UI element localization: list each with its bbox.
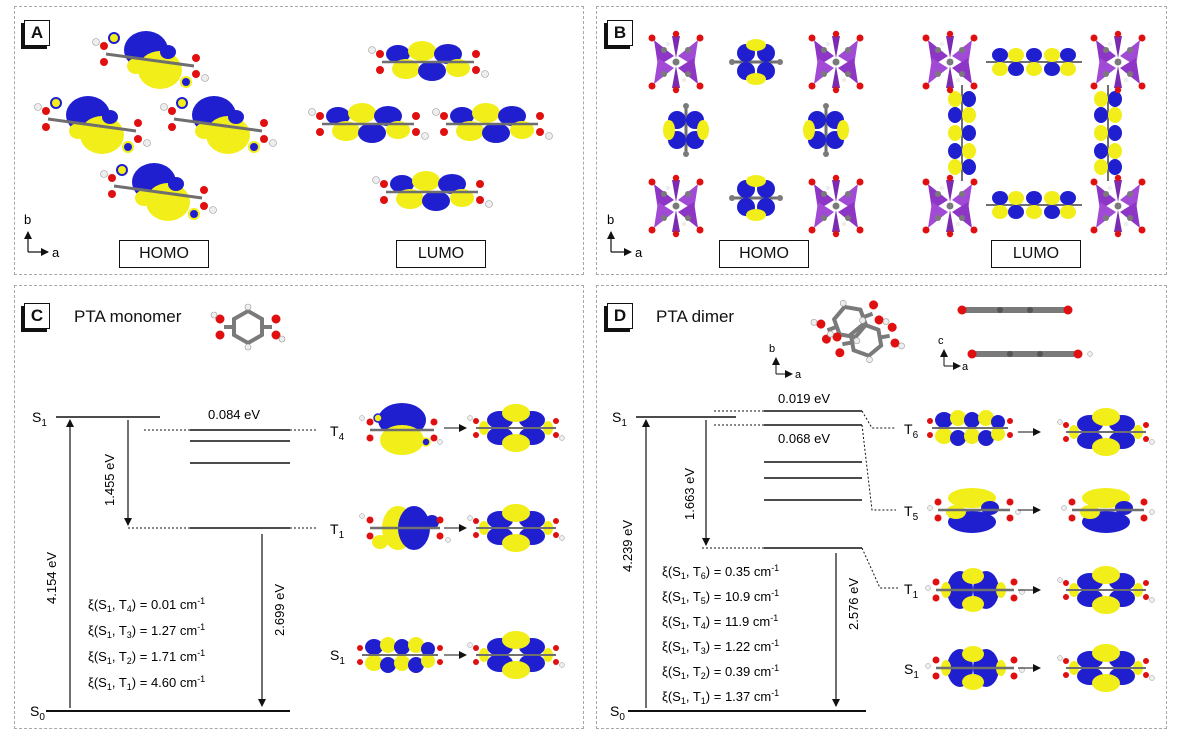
panel-c-gap-s1-s0: 4.154 eV — [44, 552, 59, 604]
panel-d-gap-s1-s0: 4.239 eV — [620, 520, 635, 572]
panel-c-t1-final-orbital — [466, 503, 566, 553]
panel-c-s1-orbital-label: S1 — [330, 647, 345, 667]
panel-d-t1-label: T1 — [904, 581, 919, 601]
panel-d-t5-orbital — [926, 486, 1022, 535]
panel-b-homo-label: HOMO — [719, 240, 809, 268]
panel-d-soc-row: ξ(S1, T5) = 10.9 cm-1 — [662, 588, 779, 606]
panel-b-lumo-framework — [922, 30, 1146, 238]
panel-d-axis-a: a — [795, 369, 802, 381]
panel-c-soc-row: ξ(S1, T1) = 4.60 cm-1 — [88, 674, 205, 692]
panel-b-lumo-label: LUMO — [991, 240, 1081, 268]
panel-c-s1-final-orbital — [466, 630, 566, 680]
panel-c-spread: 0.084 eV — [208, 407, 260, 422]
panel-b-homo-framework — [648, 30, 864, 238]
panel-d-s0-label: S0 — [610, 703, 625, 723]
panel-c-gap-t1-s0: 2.699 eV — [272, 584, 287, 636]
panel-d-t6-label: T6 — [904, 421, 919, 441]
panel-b-label: B — [607, 20, 633, 46]
panel-d-t5-label: T5 — [904, 503, 919, 523]
panel-c-s1-orbital — [356, 636, 444, 674]
panel-c-s1-label: S1 — [32, 409, 47, 429]
panel-c-monomer-structure — [209, 302, 287, 352]
panel-d-t5-final-orbital — [1060, 486, 1156, 535]
panel-a-frame — [14, 6, 584, 275]
panel-c-soc-list: ξ(S1, T4) = 0.01 cm-1 ξ(S1, T3) = 1.27 c… — [88, 596, 205, 692]
panel-d-s1-orbital-label: S1 — [904, 661, 919, 681]
panel-d-title: PTA dimer — [656, 307, 735, 326]
panel-c-soc-row: ξ(S1, T3) = 1.27 cm-1 — [88, 622, 205, 640]
panel-a-axis-a: a — [52, 245, 60, 260]
panel-c-t4-label: T4 — [330, 423, 345, 443]
panel-a-axes — [24, 231, 49, 256]
panel-d-soc-row: ξ(S1, T3) = 1.22 cm-1 — [662, 638, 779, 656]
panel-a-axis-b: b — [24, 212, 31, 227]
panel-d-label: D — [607, 303, 633, 329]
panel-d-spread-bottom: 0.068 eV — [778, 431, 830, 446]
panel-c-t4-final-orbital — [466, 403, 566, 453]
panel-d-soc-row: ξ(S1, T4) = 11.9 cm-1 — [662, 613, 778, 631]
panel-d-soc-row: ξ(S1, T1) = 1.37 cm-1 — [662, 688, 779, 706]
panel-c-s0-label: S0 — [30, 703, 45, 723]
panel-d-dimer-structure — [805, 285, 909, 372]
panel-d-t1-orbital — [924, 566, 1026, 614]
panel-d-s1-final-orbital — [1056, 643, 1156, 693]
panel-c-t4-orbital — [358, 401, 444, 457]
panel-d-axes-ab — [772, 357, 793, 378]
panel-a-lumo-label: LUMO — [396, 240, 486, 268]
panel-d-soc-row: ξ(S1, T2) = 0.39 cm-1 — [662, 663, 779, 681]
panel-a-label: A — [24, 20, 50, 46]
panel-d-t1-final-orbital — [1056, 565, 1156, 615]
panel-c-soc-row: ξ(S1, T2) = 1.71 cm-1 — [88, 648, 205, 666]
panel-c-soc-row: ξ(S1, T4) = 0.01 cm-1 — [88, 596, 205, 614]
panel-c-gap-s1-t: 1.455 eV — [102, 454, 117, 506]
panel-b-axis-a: a — [635, 245, 643, 260]
panel-c-frame — [14, 285, 584, 729]
panel-d-s1-label: S1 — [612, 409, 627, 429]
panel-d-gap-s1-t: 1.663 eV — [682, 468, 697, 520]
panel-d-gap-t1-s0: 2.576 eV — [846, 578, 861, 630]
panel-b-axis-b: b — [607, 212, 614, 227]
panel-a-homo-label: HOMO — [119, 240, 209, 268]
panel-d-frame — [596, 285, 1167, 729]
panel-a-lumo-orbitals — [307, 39, 554, 213]
panel-d-s1-orbital — [924, 644, 1026, 692]
panel-d-axis-b: b — [769, 343, 775, 355]
panel-d-soc-list: ξ(S1, T6) = 0.35 cm-1 ξ(S1, T5) = 10.9 c… — [662, 563, 779, 706]
panel-d-soc-row: ξ(S1, T6) = 0.35 cm-1 — [662, 563, 779, 581]
panel-c-title: PTA monomer — [74, 307, 182, 326]
panel-c-t1-orbital — [358, 504, 452, 552]
panel-d-axes-ca — [940, 349, 961, 370]
panel-c-t1-label: T1 — [330, 521, 345, 541]
panel-d-axis-c: c — [938, 335, 944, 347]
panel-d-axis-a2: a — [962, 361, 969, 373]
panel-d-dimer-side-view — [957, 305, 1093, 359]
panel-a-homo-orbitals — [33, 29, 278, 223]
panel-b-axes — [607, 231, 632, 256]
panel-c-label: C — [24, 303, 50, 329]
panel-b-frame — [596, 6, 1167, 275]
panel-d-spread-top: 0.019 eV — [778, 391, 830, 406]
panel-d-t6-final-orbital — [1056, 407, 1156, 457]
panel-d-t6-orbital — [926, 409, 1014, 447]
